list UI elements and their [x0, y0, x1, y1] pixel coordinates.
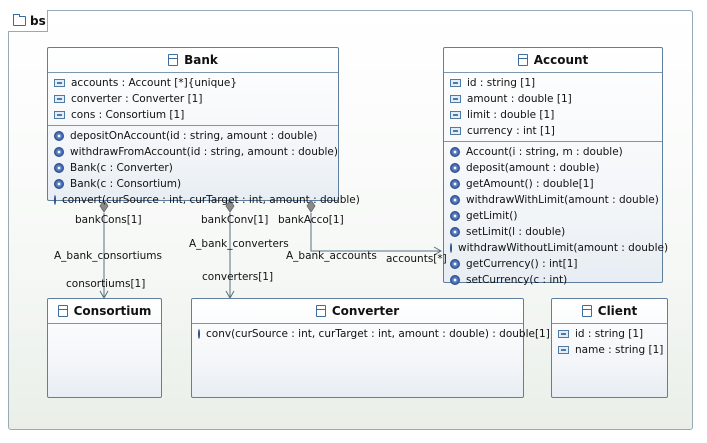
class-name: Account — [533, 53, 589, 67]
class-account[interactable]: Account id : string [1] amount : double … — [443, 47, 668, 286]
accounts-line — [310, 213, 441, 252]
attribute[interactable]: currency : int [1] — [444, 123, 662, 139]
attribute[interactable]: converter : Converter [1] — [48, 91, 338, 107]
class-name: Bank — [184, 53, 218, 67]
operation[interactable]: conv(curSource : int, curTarget : int, a… — [192, 326, 550, 342]
operation-icon — [450, 243, 452, 253]
operation-icon — [54, 147, 64, 157]
operation-icon — [54, 131, 64, 141]
attribute-icon — [450, 127, 461, 135]
converters-target-end[interactable]: converters[1] — [202, 271, 274, 283]
operation[interactable]: getCurrency() : int[1] — [444, 256, 662, 272]
operation-icon — [54, 179, 64, 189]
operation[interactable]: Account(i : string, m : double) — [444, 144, 662, 160]
operations-compartment: conv(curSource : int, curTarget : int, a… — [192, 324, 550, 344]
attribute-icon — [558, 330, 569, 338]
class-icon — [581, 305, 592, 317]
operation-icon — [54, 163, 64, 173]
attributes-compartment: id : string [1] name : string [1] — [552, 324, 667, 360]
operation[interactable]: Bank(c : Consortium) — [48, 176, 338, 192]
attributes-compartment: accounts : Account [*]{unique} converter… — [48, 73, 338, 126]
operation[interactable]: setCurrency(c : int) — [444, 272, 662, 288]
attribute[interactable]: name : string [1] — [552, 342, 667, 358]
accounts-target-end[interactable]: accounts[*] — [386, 253, 447, 265]
accounts-association-name[interactable]: A_bank_accounts — [286, 250, 377, 262]
class-name: Client — [597, 304, 638, 318]
class-name: Consortium — [73, 304, 152, 318]
consortiums-target-end[interactable]: consortiums[1] — [66, 278, 146, 290]
attributes-compartment: id : string [1] amount : double [1] limi… — [444, 73, 662, 142]
operation[interactable]: withdrawWithoutLimit(amount : double) — [444, 240, 668, 256]
converters-diamond — [225, 199, 235, 213]
operation[interactable]: withdrawWithLimit(amount : double) — [444, 192, 662, 208]
attribute[interactable]: cons : Consortium [1] — [48, 107, 338, 123]
folder-icon — [13, 13, 26, 26]
accounts-source-end[interactable]: bankAcco[1] — [278, 214, 344, 226]
package-name: bs — [30, 13, 46, 28]
attribute-icon — [450, 79, 461, 87]
operation-icon — [450, 147, 460, 157]
class-icon — [57, 305, 68, 317]
class-icon — [315, 305, 326, 317]
attribute-icon — [450, 95, 461, 103]
consortiums-association-name[interactable]: A_bank_consortiums — [54, 250, 162, 262]
operation[interactable]: getAmount() : double[1] — [444, 176, 662, 192]
operation[interactable]: getLimit() — [444, 208, 662, 224]
operation[interactable]: depositOnAccount(id : string, amount : d… — [48, 128, 338, 144]
accounts-diamond — [306, 199, 316, 213]
operation[interactable]: convert(curSource : int, curTarget : int… — [48, 192, 360, 208]
accounts-arrowhead — [433, 246, 443, 256]
converters-association-name[interactable]: A_bank_converters — [189, 238, 289, 250]
operation-icon — [450, 275, 460, 285]
attribute[interactable]: id : string [1] — [444, 75, 662, 91]
operation[interactable]: setLimit(l : double) — [444, 224, 662, 240]
operation[interactable]: Bank(c : Converter) — [48, 160, 338, 176]
operation-icon — [450, 179, 460, 189]
operation-icon — [450, 163, 460, 173]
operation-icon — [54, 195, 56, 205]
operations-compartment: Account(i : string, m : double) deposit(… — [444, 142, 668, 290]
attribute-icon — [54, 79, 65, 87]
class-client[interactable]: Client id : string [1] name : string [1] — [551, 298, 668, 398]
attribute-icon — [54, 95, 65, 103]
class-consortium[interactable]: Consortium — [47, 298, 162, 398]
operation-icon — [450, 259, 460, 269]
attribute[interactable]: limit : double [1] — [444, 107, 662, 123]
class-name: Converter — [331, 304, 400, 318]
operation[interactable]: withdrawFromAccount(id : string, amount … — [48, 144, 338, 160]
operation-icon — [198, 329, 200, 339]
operation-icon — [450, 211, 460, 221]
attribute[interactable]: id : string [1] — [552, 326, 667, 342]
class-converter[interactable]: Converter conv(curSource : int, curTarge… — [191, 298, 550, 398]
converters-source-end[interactable]: bankConv[1] — [201, 214, 269, 226]
operation-icon — [450, 195, 460, 205]
attribute-icon — [558, 346, 569, 354]
attribute[interactable]: amount : double [1] — [444, 91, 662, 107]
class-icon — [517, 54, 528, 66]
attribute[interactable]: accounts : Account [*]{unique} — [48, 75, 338, 91]
operation[interactable]: deposit(amount : double) — [444, 160, 662, 176]
attribute-icon — [54, 111, 65, 119]
class-bank[interactable]: Bank accounts : Account [*]{unique} conv… — [47, 47, 360, 206]
operations-compartment: depositOnAccount(id : string, amount : d… — [48, 126, 360, 210]
class-icon — [168, 54, 179, 66]
package-tab[interactable]: bs — [8, 10, 48, 32]
consortiums-diamond — [99, 199, 109, 213]
consortiums-source-end[interactable]: bankCons[1] — [75, 214, 142, 226]
operation-icon — [450, 227, 460, 237]
attribute-icon — [450, 111, 461, 119]
